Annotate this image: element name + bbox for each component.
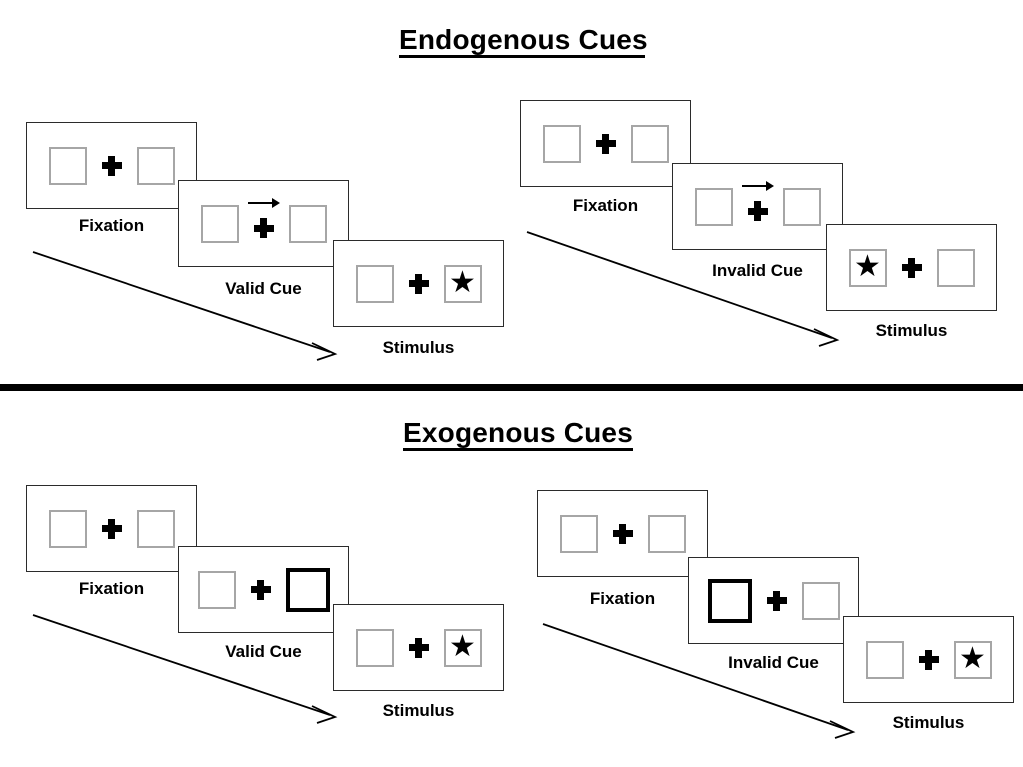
right-box xyxy=(136,146,175,185)
right-box xyxy=(801,581,840,620)
panel-exogenous-invalid-fixation xyxy=(537,490,708,577)
caption-endogenous-invalid-cue: Invalid Cue xyxy=(712,261,803,280)
time-arrow-exogenous-valid xyxy=(32,614,338,724)
left-box xyxy=(865,640,904,679)
caption-endogenous-valid-stimulus: Stimulus xyxy=(382,338,455,357)
star-icon: ★ xyxy=(854,249,881,283)
fixation-plus-icon xyxy=(766,590,788,612)
left-box xyxy=(559,514,598,553)
fixation-plus-icon xyxy=(612,523,634,545)
caption-exogenous-valid-cue: Valid Cue xyxy=(225,642,302,661)
fixation-plus-icon xyxy=(901,257,923,279)
left-box xyxy=(197,570,236,609)
star-icon: ★ xyxy=(449,629,476,663)
right-box xyxy=(647,514,686,553)
panel-endogenous-invalid-cue xyxy=(672,163,843,250)
right-box xyxy=(630,124,669,163)
right-box: ★ xyxy=(953,640,992,679)
panel-exogenous-invalid-cue xyxy=(688,557,859,644)
caption-exogenous-valid-stimulus: Stimulus xyxy=(382,701,455,720)
panel-endogenous-valid-stimulus: ★ xyxy=(333,240,504,327)
left-box xyxy=(355,264,394,303)
time-arrow-endogenous-valid xyxy=(32,251,338,361)
left-box xyxy=(694,187,733,226)
right-box: ★ xyxy=(443,264,482,303)
caption-exogenous-invalid-fixation: Fixation xyxy=(589,589,656,608)
right-box xyxy=(288,204,327,243)
panel-endogenous-invalid-fixation xyxy=(520,100,691,187)
time-arrow-endogenous-invalid xyxy=(526,231,840,347)
panel-exogenous-invalid-stimulus: ★ xyxy=(843,616,1014,703)
left-box: ★ xyxy=(848,248,887,287)
caption-exogenous-valid-fixation: Fixation xyxy=(78,579,145,598)
caption-endogenous-invalid-stimulus: Stimulus xyxy=(875,321,948,340)
right-box xyxy=(782,187,821,226)
caption-endogenous-invalid-fixation: Fixation xyxy=(572,196,639,215)
caption-exogenous-invalid-stimulus: Stimulus xyxy=(892,713,965,732)
fixation-plus-icon xyxy=(250,579,272,601)
star-icon: ★ xyxy=(959,641,986,675)
fixation-plus-icon xyxy=(408,273,430,295)
right-box: ★ xyxy=(443,628,482,667)
left-box xyxy=(542,124,581,163)
fixation-plus-icon xyxy=(101,518,123,540)
fixation-plus-icon xyxy=(408,637,430,659)
fixation-plus-icon xyxy=(101,155,123,177)
panel-endogenous-valid-cue xyxy=(178,180,349,267)
section-title-endogenous: Endogenous Cues xyxy=(399,25,648,59)
section-divider xyxy=(0,384,1023,391)
arrow-right-cue-icon xyxy=(741,180,774,191)
caption-endogenous-valid-cue: Valid Cue xyxy=(225,279,302,298)
right-box xyxy=(936,248,975,287)
fixation-plus-icon xyxy=(747,200,769,222)
right-box-cued xyxy=(285,567,330,612)
right-box xyxy=(136,509,175,548)
section-title-exogenous: Exogenous Cues xyxy=(403,418,633,452)
panel-exogenous-valid-fixation xyxy=(26,485,197,572)
left-box xyxy=(355,628,394,667)
panel-endogenous-invalid-stimulus: ★ xyxy=(826,224,997,311)
left-box-cued xyxy=(707,578,752,623)
left-box xyxy=(48,509,87,548)
caption-endogenous-valid-fixation: Fixation xyxy=(78,216,145,235)
fixation-plus-icon xyxy=(918,649,940,671)
panel-endogenous-valid-fixation xyxy=(26,122,197,209)
panel-exogenous-valid-stimulus: ★ xyxy=(333,604,504,691)
left-box xyxy=(48,146,87,185)
left-box xyxy=(200,204,239,243)
fixation-plus-icon xyxy=(595,133,617,155)
caption-exogenous-invalid-cue: Invalid Cue xyxy=(728,653,819,672)
panel-exogenous-valid-cue xyxy=(178,546,349,633)
time-arrow-exogenous-invalid xyxy=(542,623,856,739)
star-icon: ★ xyxy=(449,265,476,299)
fixation-plus-icon xyxy=(253,217,275,239)
arrow-right-cue-icon xyxy=(247,197,280,208)
